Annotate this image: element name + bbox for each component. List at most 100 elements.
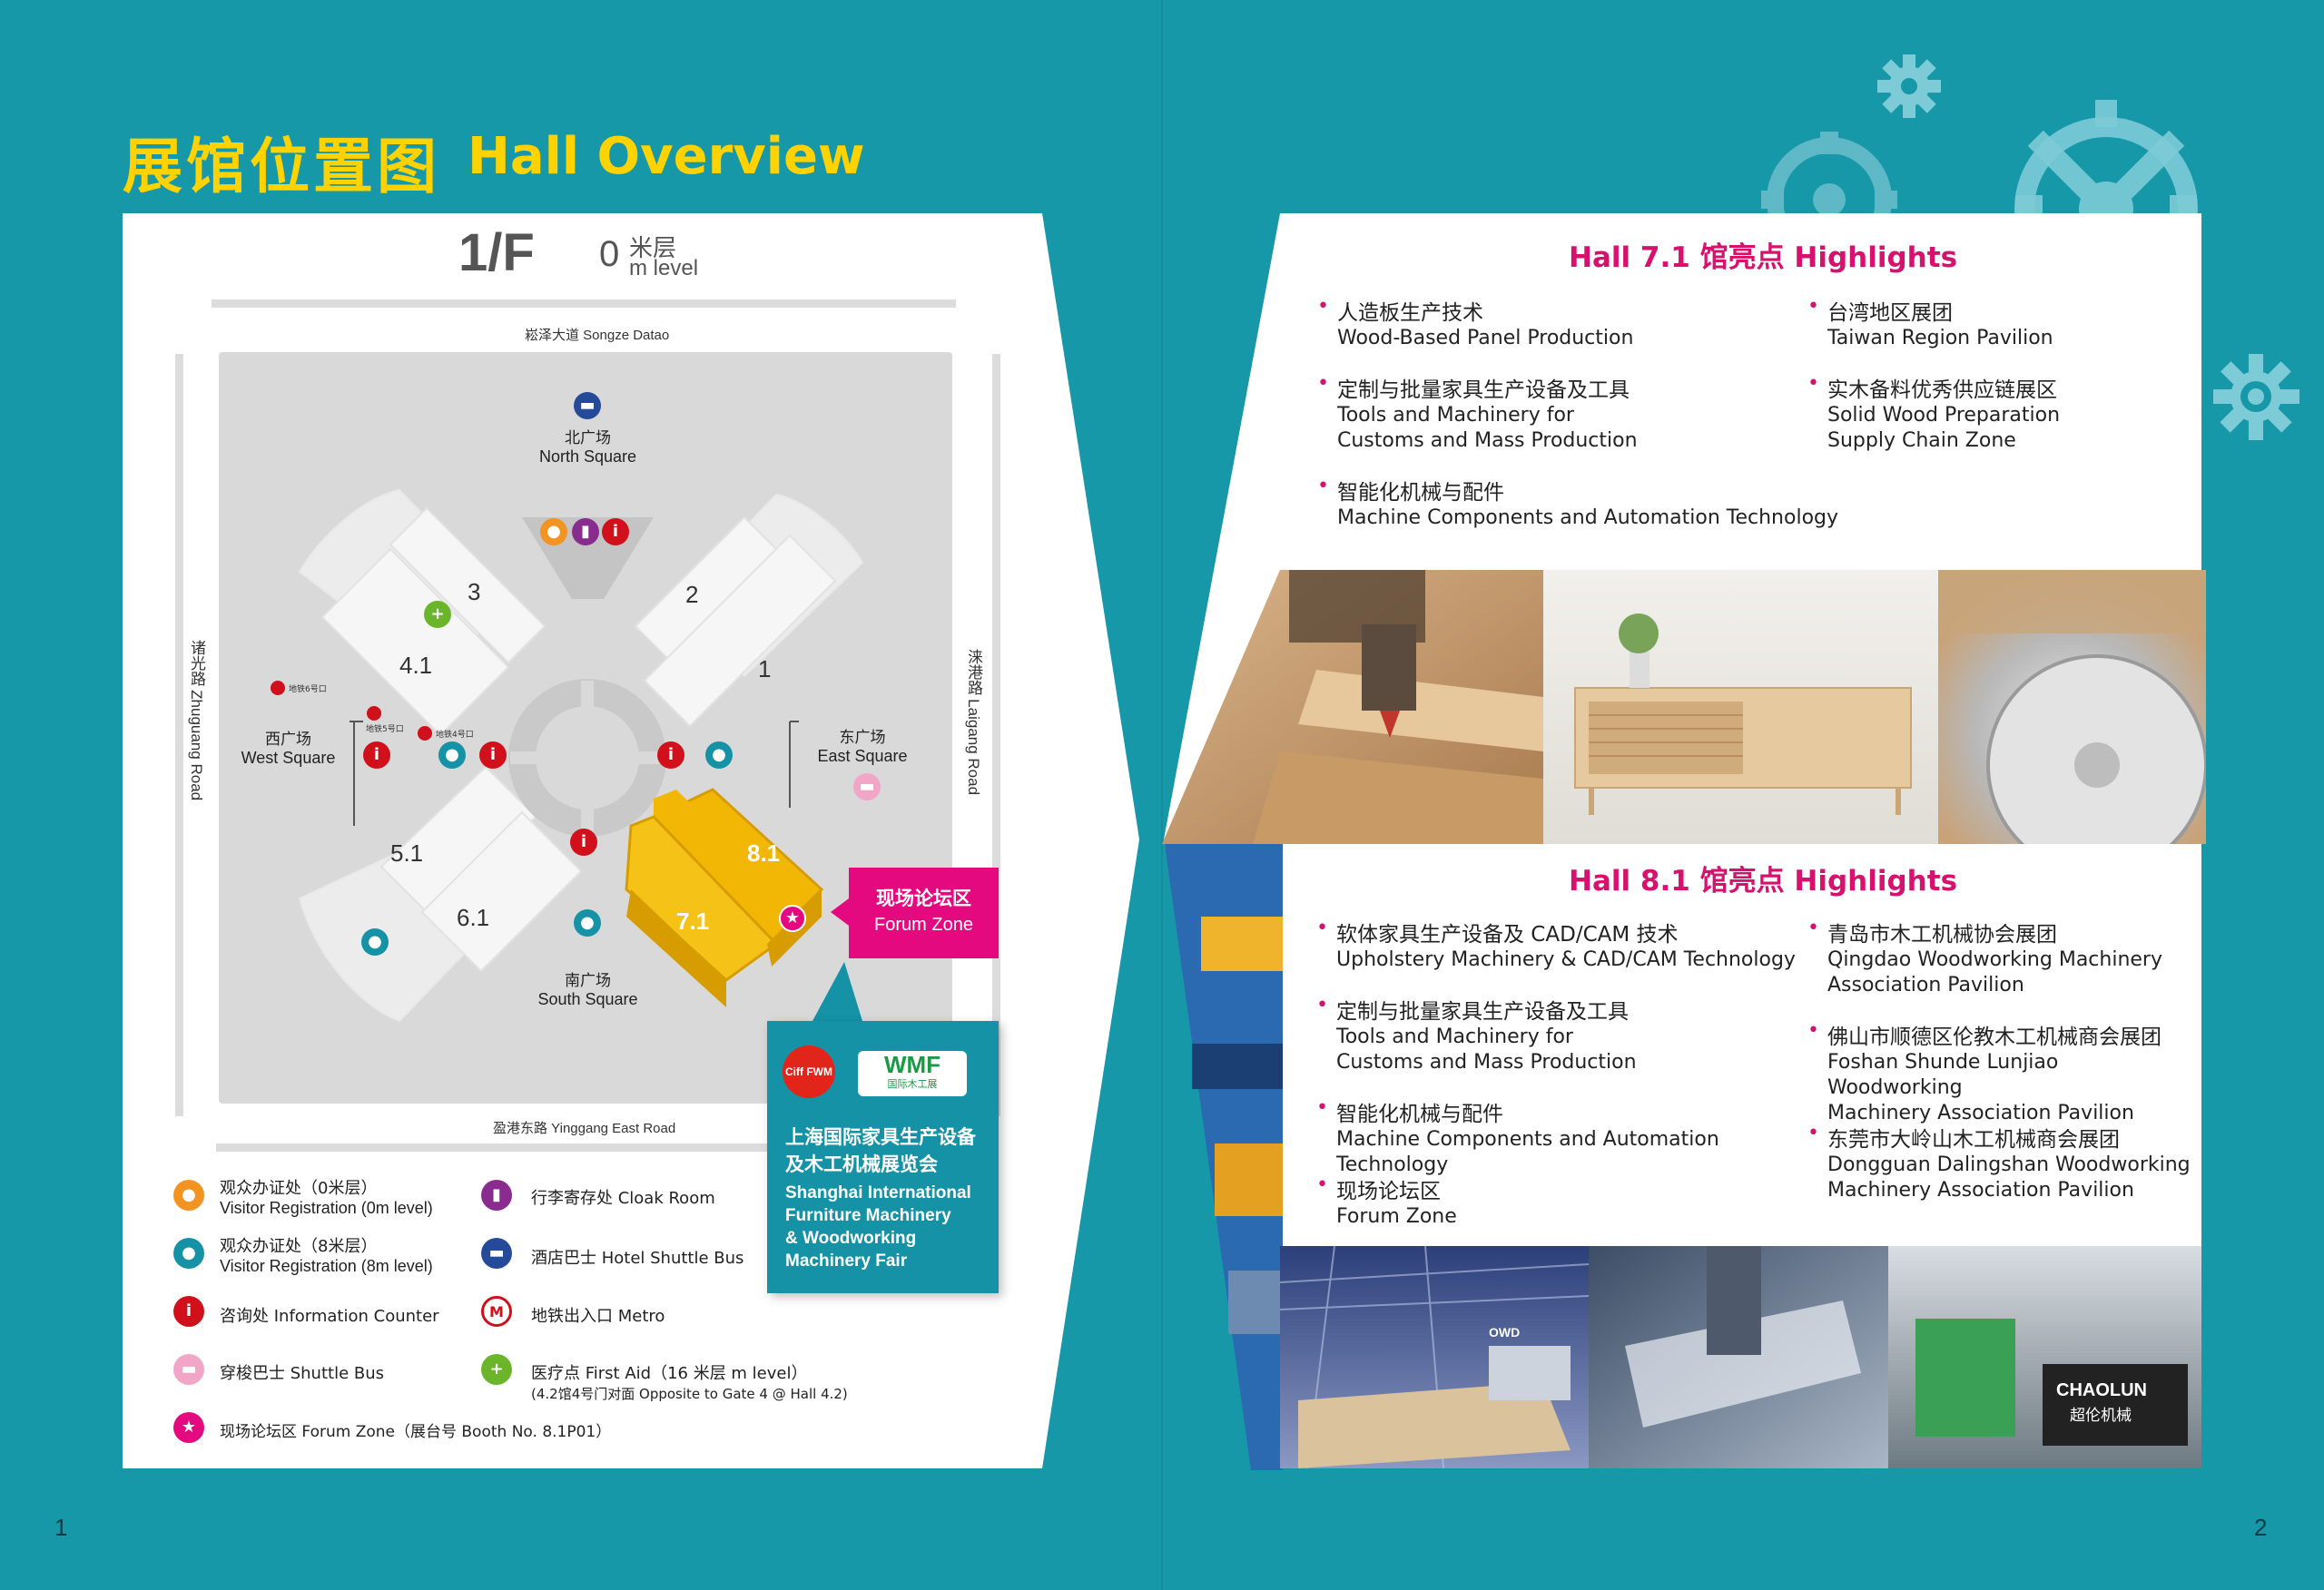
fair-name-en-line: Shanghai International (785, 1183, 971, 1202)
highlight-en: Tools and Machinery for (1337, 404, 1574, 427)
road-east-en: Laigang Road (965, 699, 982, 796)
legend-first-aid: 医疗点 First Aid（16 米层 m level） (4.2馆4号门对面 … (531, 1360, 848, 1403)
legend-text: 观众办证处（0米层） (220, 1179, 378, 1198)
highlight-en: Machinery Association Pavilion (1827, 1179, 2134, 1202)
square-west-en: West Square (241, 749, 336, 767)
forum-zone-cn: 现场论坛区 (876, 888, 971, 909)
hall-3[interactable]: 3 (468, 578, 481, 605)
highlight-cn: 佛山市顺德区伦教木工机械商会展团 (1827, 1026, 2162, 1049)
hall-7-1[interactable]: 7.1 (676, 908, 710, 935)
wmf-logo-text: WMF (883, 1051, 941, 1078)
info-icon: i (173, 1296, 204, 1327)
page-title-en: Hall Overview (468, 127, 865, 186)
forum-zone-star-icon: ★ (173, 1412, 204, 1443)
bullet-dot: • (1316, 1096, 1328, 1119)
hall-6-1[interactable]: 6.1 (457, 904, 490, 931)
highlight-item: • 定制与批量家具生产设备及工具 Tools and Machinery for… (1316, 994, 1637, 1075)
highlight-cn: 定制与批量家具生产设备及工具 (1336, 1000, 1629, 1024)
hall-8-1-photo-strip: CHAOLUN 超伦机械 OWD (1280, 1246, 2201, 1468)
square-south-cn: 南广场 (565, 972, 611, 990)
legend-text: (4.2馆4号门对面 Opposite to Gate 4 @ Hall 4.2… (531, 1386, 848, 1402)
highlight-en: Customs and Mass Production (1337, 429, 1638, 452)
metro-exit-label-5: 地铁5号口 (366, 725, 404, 734)
gear-icon (2213, 354, 2299, 440)
visitor-registration-icon: ● (438, 741, 466, 769)
highlight-cn: 实木备料优秀供应链展区 (1827, 378, 2057, 402)
hall-8-1-highlights-title: Hall 8.1 馆亮点 Highlights (1569, 865, 1958, 898)
highlight-en: Customs and Mass Production (1336, 1051, 1637, 1074)
highlight-en: Dongguan Dalingshan Woodworking (1827, 1153, 2191, 1176)
shuttle-bus-icon: ▬ (173, 1354, 204, 1385)
photo-brand-chaolun: CHAOLUN (2056, 1380, 2147, 1400)
metro-icon (271, 681, 285, 695)
road-south: 盈港东路 Yinggang East Road (493, 1121, 676, 1136)
bullet-dot: • (1316, 1173, 1328, 1196)
legend-metro: 地铁出入口 Metro (531, 1307, 665, 1326)
highlight-en: Upholstery Machinery & CAD/CAM Technolog… (1336, 948, 1796, 971)
legend-hotel-shuttle: 酒店巴士 Hotel Shuttle Bus (531, 1249, 744, 1268)
info-icon: i (479, 741, 507, 769)
legend-shuttle-bus: 穿梭巴士 Shuttle Bus (220, 1364, 385, 1383)
legend-text: 医疗点 First Aid（16 米层 m level） (531, 1364, 808, 1383)
square-south: 南广场 South Square (527, 967, 649, 1009)
highlight-cn: 现场论坛区 (1336, 1180, 1441, 1203)
highlight-cn: 台湾地区展团 (1827, 301, 1953, 325)
forum-zone-star-icon: ★ (779, 905, 806, 932)
bullet-dot: • (1807, 1122, 1819, 1144)
fair-name-en-line: Machinery Fair (785, 1251, 908, 1271)
bullet-dot: • (1807, 372, 1819, 395)
hall-5-1[interactable]: 5.1 (390, 839, 424, 867)
highlight-en: Machine Components and Automation Techno… (1336, 1128, 1719, 1176)
highlight-cn: 智能化机械与配件 (1336, 1103, 1503, 1126)
hall-7-1-highlights-title: Hall 7.1 馆亮点 Highlights (1569, 241, 1958, 274)
legend-text: 观众办证处（8米层） (220, 1237, 378, 1256)
square-east-cn: 东广场 (839, 729, 886, 747)
visitor-registration-icon: ● (540, 518, 567, 545)
highlight-en: Machinery Association Pavilion (1827, 1102, 2134, 1124)
legend-text: Visitor Registration (8m level) (220, 1257, 433, 1275)
fair-name-en-line: & Woodworking (785, 1229, 917, 1248)
floor-level-cn: 米层 (629, 235, 677, 262)
fair-name-cn: 上海国际家具生产设备 及木工机械展览会 (785, 1124, 994, 1178)
floor-level-en: m level (629, 256, 699, 280)
highlight-cn: 智能化机械与配件 (1337, 481, 1504, 505)
road-north: 崧泽大道 Songze Datao (525, 328, 670, 343)
page-number-right: 2 (2254, 1514, 2268, 1541)
cloak-room-icon: ▮ (572, 518, 599, 545)
highlight-cn: 软体家具生产设备及 CAD/CAM 技术 (1336, 923, 1679, 947)
highlight-cn: 东莞市大岭山木工机械商会展团 (1827, 1128, 2120, 1152)
square-north: 北广场 North Square (527, 425, 649, 466)
bullet-dot: • (1317, 372, 1329, 395)
hall-8-1[interactable]: 8.1 (747, 839, 781, 867)
road-west-en: Zhuguang Road (188, 690, 205, 801)
highlight-item: • 东莞市大岭山木工机械商会展团 Dongguan Dalingshan Woo… (1807, 1122, 2191, 1203)
highlight-item: • 定制与批量家具生产设备及工具 Tools and Machinery for… (1317, 372, 1638, 454)
road-east-cn: 涞港路 (965, 649, 982, 695)
hall-4-1[interactable]: 4.1 (399, 652, 433, 679)
fair-name-en-line: Furniture Machinery (785, 1206, 951, 1225)
highlight-en: Wood-Based Panel Production (1337, 327, 1634, 349)
bullet-dot: • (1317, 295, 1329, 318)
bullet-dot: • (1807, 295, 1819, 318)
hall-7-1-photo-strip (1162, 570, 2206, 844)
square-north-cn: 北广场 (565, 429, 611, 447)
highlight-en: Supply Chain Zone (1827, 429, 2016, 452)
hall-1[interactable]: 1 (758, 655, 772, 682)
forum-zone-en: Forum Zone (874, 915, 973, 935)
highlight-item: • 智能化机械与配件 Machine Components and Automa… (1317, 475, 1838, 531)
first-aid-icon: + (481, 1354, 512, 1385)
legend-registration-0m: 观众办证处（0米层） Visitor Registration (0m leve… (220, 1175, 433, 1218)
ciff-fwm-logo: Ciff FWM (783, 1045, 835, 1098)
info-icon: i (570, 829, 597, 856)
photo-brand-chaolun-cn: 超伦机械 (2070, 1407, 2132, 1425)
road-east: 涞港路 Laigang Road (962, 649, 985, 795)
highlight-item: • 佛山市顺德区伦教木工机械商会展团 Foshan Shunde Lunjiao… (1807, 1019, 2191, 1126)
first-aid-icon: + (424, 601, 451, 628)
info-icon: i (363, 741, 390, 769)
hall-2[interactable]: 2 (685, 581, 699, 608)
legend-info-counter: 咨询处 Information Counter (220, 1307, 439, 1326)
forum-zone-callout: 现场论坛区 Forum Zone (849, 868, 999, 958)
visitor-registration-icon: ● (574, 909, 601, 937)
legend-forum-zone: 现场论坛区 Forum Zone（展台号 Booth No. 8.1P01） (220, 1423, 612, 1441)
wmf-logo-sub: 国际木工展 (887, 1078, 938, 1090)
